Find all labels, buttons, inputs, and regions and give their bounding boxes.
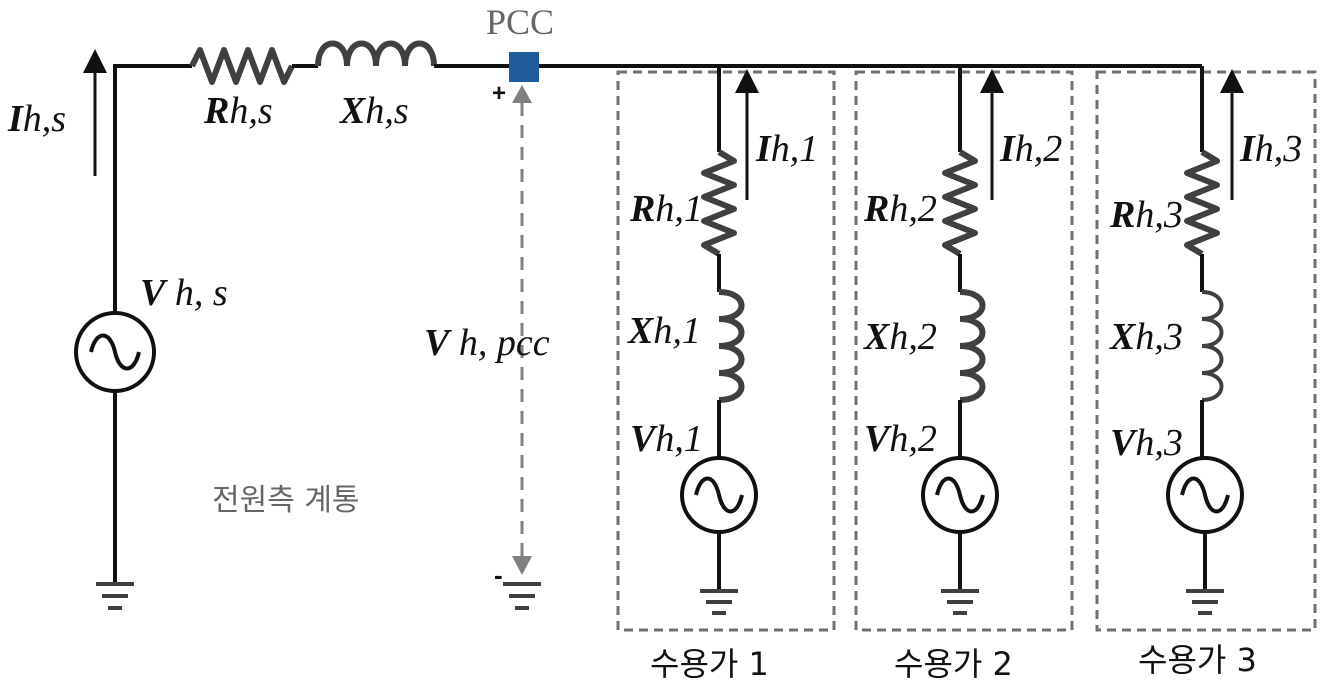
pcc-voltage-label: V h, pcc xyxy=(424,322,550,364)
source-inductor-symbol xyxy=(315,40,437,67)
customer-1-branch xyxy=(616,66,836,632)
customer-2-caption: 수용가 2 xyxy=(894,645,1013,683)
customer-3-resistor-symbol xyxy=(1184,149,1220,257)
customer-1-caption: 수용가 1 xyxy=(650,645,769,683)
customer-3-box xyxy=(1095,70,1317,632)
customer-1-current-label: Ih,1 xyxy=(756,128,819,170)
customer-3-current-label: Ih,3 xyxy=(1240,128,1303,170)
customer-1-box xyxy=(616,70,836,632)
customer-2-box xyxy=(854,70,1074,632)
source-resistance-label: Rh,s xyxy=(204,90,273,132)
customer-2-branch xyxy=(854,66,1074,632)
customer-3-resistance-label: Rh,3 xyxy=(1110,194,1183,236)
customer-1-resistor-symbol xyxy=(701,149,737,257)
pcc-voltage-plus: + xyxy=(492,80,507,107)
customer-3-inductor-symbol xyxy=(1201,290,1224,402)
pcc-ground-symbol xyxy=(503,582,541,610)
source-ac-symbol xyxy=(74,311,156,393)
source-caption: 전원측 계통 xyxy=(212,483,360,518)
customer-3-ground-symbol xyxy=(1186,589,1224,615)
source-reactance-label: Xh,s xyxy=(340,90,409,132)
customer-2-reactance-label: Xh,2 xyxy=(864,316,937,358)
source-resistor-symbol xyxy=(189,47,295,85)
customer-2-resistor-symbol xyxy=(942,149,978,257)
source-branch xyxy=(74,40,437,610)
customer-3-caption: 수용가 3 xyxy=(1138,641,1257,679)
source-ground-symbol xyxy=(96,582,134,610)
customer-1-ground-symbol xyxy=(700,589,738,615)
customer-1-reactance-label: Xh,1 xyxy=(628,310,701,352)
customer-2-ground-symbol xyxy=(941,589,979,615)
customer-3-reactance-label: Xh,3 xyxy=(1110,316,1183,358)
pcc-label: PCC xyxy=(486,2,555,42)
source-current-label: Ih,s xyxy=(8,98,67,140)
customer-1-voltage-label: Vh,1 xyxy=(630,418,703,460)
source-voltage-label: V h, s xyxy=(140,272,228,314)
customer-2-current-label: Ih,2 xyxy=(1000,128,1063,170)
pcc-voltage-minus: - xyxy=(494,560,503,590)
pcc-voltage-arrow-top xyxy=(512,85,532,103)
customer-1-inductor-symbol xyxy=(718,289,745,403)
pcc-voltage-arrow-bottom xyxy=(512,556,532,575)
customer-3-branch xyxy=(1095,66,1317,632)
pcc-node xyxy=(509,52,539,82)
customer-2-resistance-label: Rh,2 xyxy=(864,188,937,230)
customer-2-inductor-symbol xyxy=(959,289,986,403)
customer-2-voltage-label: Vh,2 xyxy=(864,418,937,460)
customer-3-voltage-label: Vh,3 xyxy=(1110,422,1183,464)
customer-1-resistance-label: Rh,1 xyxy=(630,188,703,230)
pcc-voltage-measure xyxy=(503,85,541,610)
